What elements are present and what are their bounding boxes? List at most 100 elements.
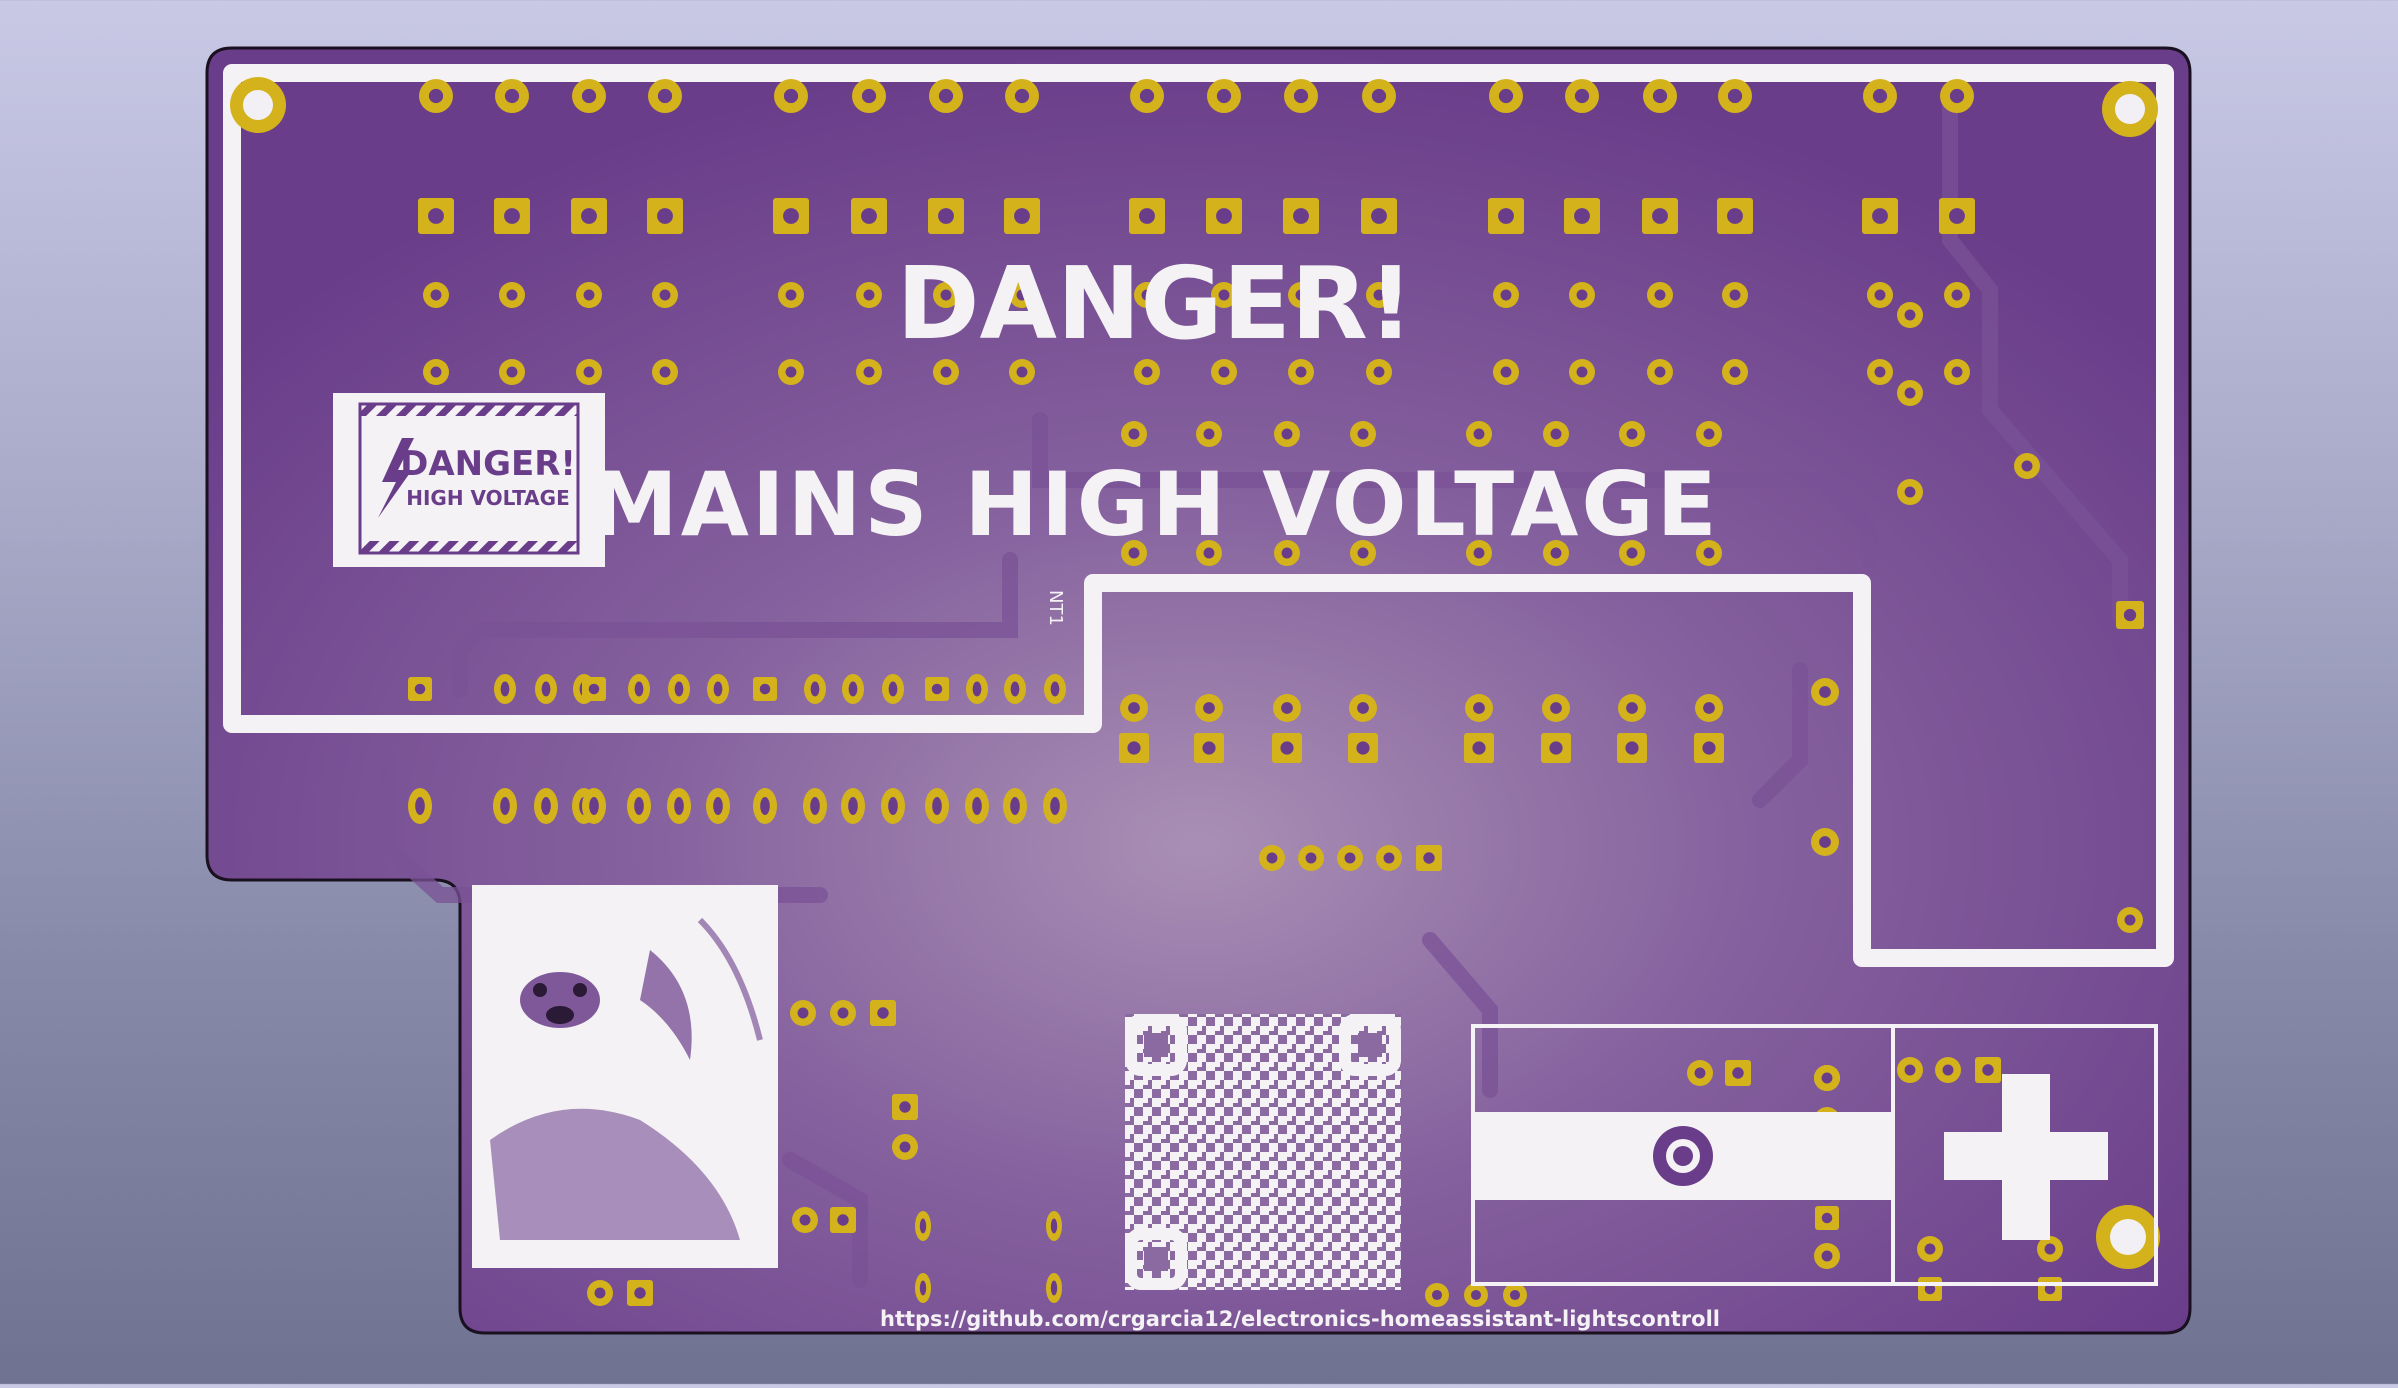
pad-hole — [1703, 702, 1715, 714]
pad-hole — [1473, 428, 1485, 440]
pad-hole — [1500, 366, 1512, 378]
pad-hole — [1371, 208, 1387, 224]
pad-hole — [1050, 681, 1060, 697]
pad-hole — [1050, 1280, 1058, 1296]
pad-hole — [1218, 366, 1230, 378]
pad-hole — [1371, 88, 1387, 104]
pad-hole — [1626, 702, 1638, 714]
pad-hole — [2044, 1243, 2056, 1255]
pad-hole — [1654, 289, 1666, 301]
pad-hole — [1470, 1289, 1482, 1301]
pad-hole — [1509, 1289, 1521, 1301]
pad-hole — [1216, 88, 1232, 104]
pad-hole — [863, 366, 875, 378]
pad-hole — [1473, 702, 1485, 714]
pad-hole — [589, 797, 599, 815]
pad-hole — [861, 208, 877, 224]
pad-hole — [783, 88, 799, 104]
pad-hole — [1821, 1250, 1833, 1262]
pad-hole — [899, 1101, 911, 1113]
pad-hole — [504, 208, 520, 224]
dog-photo-silkscreen — [472, 885, 778, 1268]
pad-hole — [785, 366, 797, 378]
pad-hole — [972, 681, 982, 697]
pad-hole — [810, 797, 820, 815]
pad-hole — [1982, 1064, 1994, 1076]
pad-hole — [1872, 88, 1888, 104]
pad-hole — [1498, 208, 1514, 224]
pad-hole — [541, 797, 551, 815]
pad-hole — [1139, 208, 1155, 224]
pad-hole — [919, 1218, 927, 1234]
pad-hole — [938, 208, 954, 224]
pad-hole — [674, 797, 684, 815]
pad-hole — [1127, 741, 1141, 755]
pad-hole — [1357, 702, 1369, 714]
pad-hole — [581, 208, 597, 224]
pad-hole — [713, 681, 723, 697]
pad-hole — [504, 88, 520, 104]
warning-sign-subtitle: HIGH VOLTAGE — [406, 486, 570, 510]
pad-hole — [1203, 547, 1215, 559]
pad-hole — [2124, 914, 2136, 926]
pad-hole — [1821, 1212, 1833, 1224]
pad-hole — [1305, 852, 1317, 864]
pad-hole — [430, 289, 442, 301]
pad-hole — [888, 797, 898, 815]
pad-hole — [877, 1007, 889, 1019]
swiss-flag-silkscreen — [1891, 1024, 2158, 1286]
pad-hole — [634, 1287, 646, 1299]
pad-hole — [1357, 547, 1369, 559]
pad-hole — [713, 797, 723, 815]
mounting-holes — [230, 77, 2160, 1269]
pad-hole — [899, 1141, 911, 1153]
pad-hole — [1128, 428, 1140, 440]
pad-hole — [1729, 366, 1741, 378]
pad-hole — [1293, 88, 1309, 104]
pad-hole — [837, 1214, 849, 1226]
pads — [408, 79, 2144, 1307]
pad-hole — [1626, 428, 1638, 440]
pad-hole — [1904, 309, 1916, 321]
pad-hole — [1703, 547, 1715, 559]
pad-hole — [1951, 366, 1963, 378]
pad-hole — [1016, 289, 1028, 301]
pad-hole — [541, 681, 551, 697]
pad-hole — [1216, 208, 1232, 224]
pad-hole — [506, 289, 518, 301]
pad-hole — [1141, 366, 1153, 378]
pad-hole — [430, 366, 442, 378]
pad-hole — [1625, 741, 1639, 755]
pad-hole — [1550, 428, 1562, 440]
pad-hole — [1576, 366, 1588, 378]
pad-hole — [1727, 208, 1743, 224]
pad-hole — [1727, 88, 1743, 104]
pad-hole — [888, 681, 898, 697]
pad-hole — [1500, 289, 1512, 301]
pad-hole — [1295, 366, 1307, 378]
pad-hole — [783, 208, 799, 224]
pad-hole — [1550, 702, 1562, 714]
pad-hole — [972, 797, 982, 815]
pad-hole — [1383, 852, 1395, 864]
pad-hole — [634, 681, 644, 697]
danger-subtitle: MAINS HIGH VOLTAGE — [590, 453, 1720, 556]
pad-hole — [588, 683, 600, 695]
pad-hole — [1016, 366, 1028, 378]
pad-hole — [799, 1214, 811, 1226]
pad-hole — [428, 208, 444, 224]
pad-hole — [1924, 1243, 1936, 1255]
pad-hole — [919, 1280, 927, 1296]
pad-hole — [1872, 208, 1888, 224]
pad-hole — [581, 88, 597, 104]
pad-hole — [1924, 1283, 1936, 1295]
pad-hole — [1203, 702, 1215, 714]
pad-hole — [1050, 797, 1060, 815]
pad-hole — [1373, 366, 1385, 378]
pad-hole — [500, 681, 510, 697]
pad-hole — [1576, 289, 1588, 301]
pad-hole — [848, 681, 858, 697]
pad-hole — [1549, 741, 1563, 755]
pad-hole — [657, 88, 673, 104]
pad-hole — [797, 1007, 809, 1019]
